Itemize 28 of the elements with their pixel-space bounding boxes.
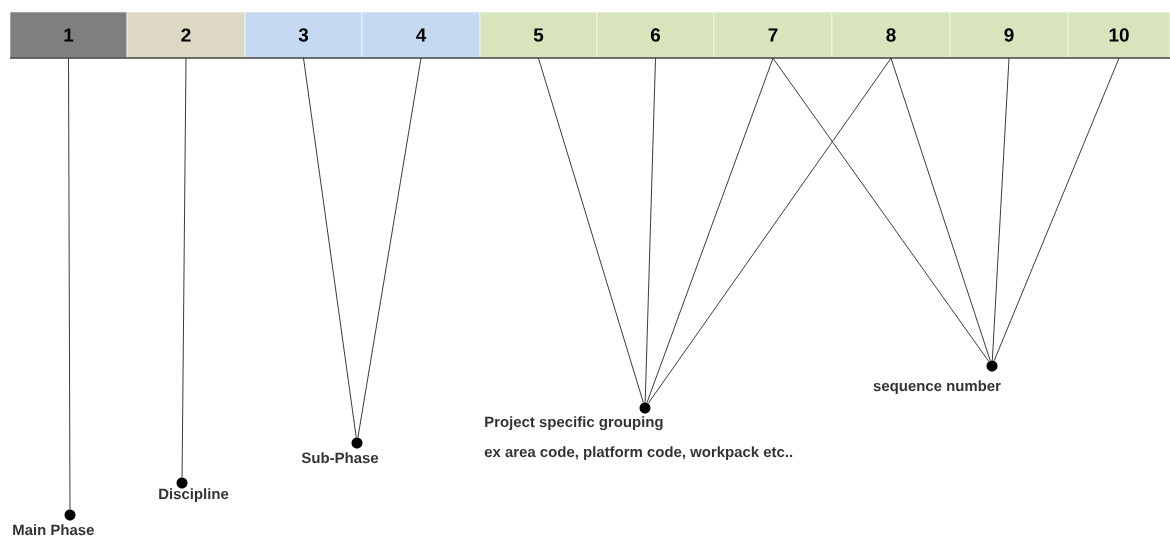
- connector-line: [991, 57, 1010, 361]
- number-cell: 10: [1067, 11, 1170, 59]
- dot-label: Sub-Phase: [301, 452, 379, 464]
- number-cell: 9: [949, 11, 1069, 59]
- number-cell: 1: [9, 11, 128, 59]
- connector-line: [68, 57, 71, 510]
- connector-line: [772, 57, 990, 362]
- number-cell: 3: [244, 11, 363, 59]
- dot-label: ex area code, platform code, workpack etc..: [484, 446, 793, 461]
- connector-line: [646, 57, 774, 404]
- number-cell: 8: [831, 11, 951, 59]
- connector-line: [890, 57, 991, 361]
- dot-label: sequence number: [873, 380, 1001, 395]
- connector-line: [647, 57, 892, 404]
- dot-label: Project specific grouping: [485, 416, 663, 431]
- connector-line: [993, 57, 1120, 362]
- number-cell: 4: [361, 11, 481, 59]
- connector-line: [303, 57, 357, 438]
- dot-label: Discipline: [159, 488, 229, 503]
- connector-line: [538, 57, 644, 403]
- connector-line: [644, 57, 656, 403]
- number-cell: 2: [126, 11, 246, 59]
- dot-label: Main Phase: [13, 524, 94, 536]
- number-cell: 7: [713, 11, 833, 59]
- number-cell: 5: [479, 11, 598, 59]
- connector-line: [181, 57, 187, 478]
- connector-line: [357, 57, 422, 438]
- number-cell: 6: [596, 11, 715, 59]
